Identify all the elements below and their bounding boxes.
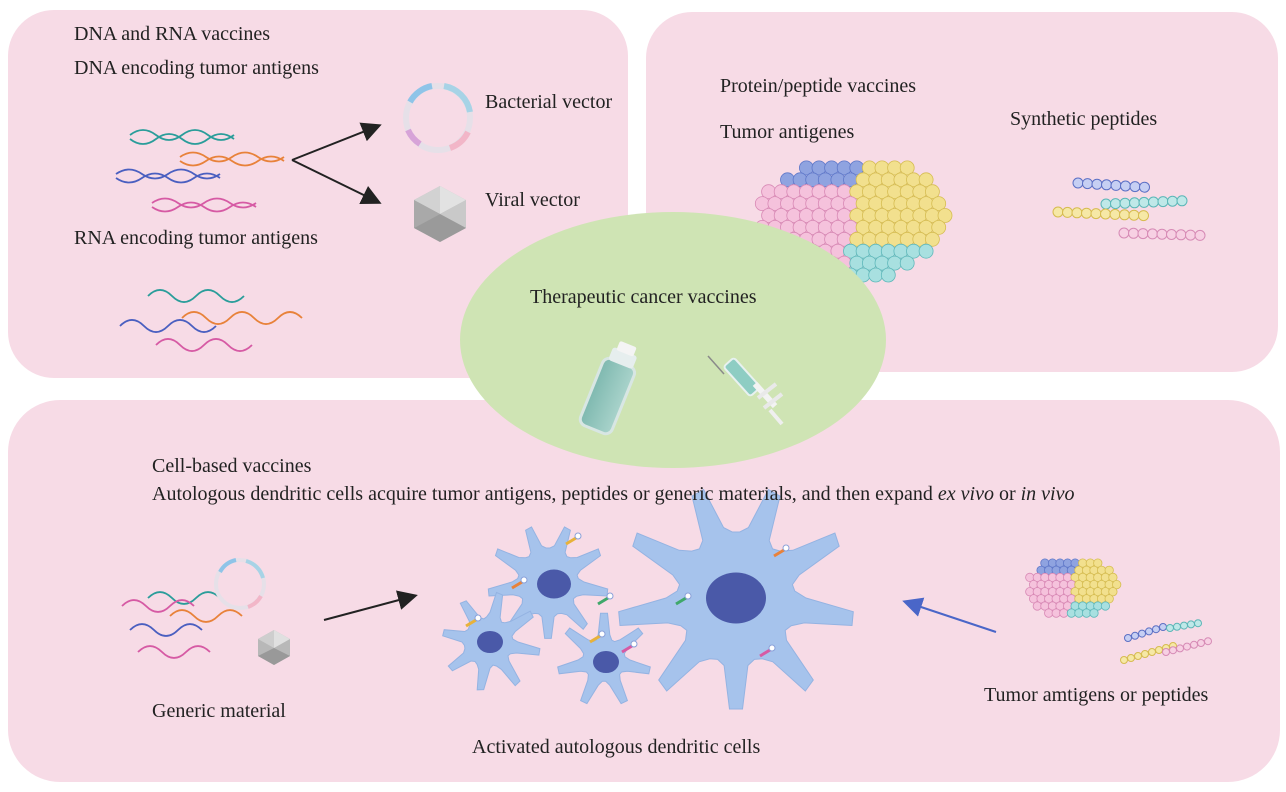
antigen-bead xyxy=(1104,565,1114,575)
receptor-marker xyxy=(773,548,785,558)
dna-strands xyxy=(115,129,285,213)
branch-arrows xyxy=(291,122,382,204)
antigen-bead xyxy=(1108,572,1118,583)
dna-encoding-label: DNA encoding tumor antigens xyxy=(74,57,319,79)
tumor-antigens-peptides-label: Tumor amtigens or peptides xyxy=(984,684,1209,706)
antigen-bead xyxy=(931,196,947,212)
receptor-marker xyxy=(465,618,477,628)
protein-peptide-heading: Protein/peptide vaccines xyxy=(720,75,917,97)
bacterial-vector-label: Bacterial vector xyxy=(485,91,613,113)
receptor-marker xyxy=(759,648,771,658)
receptor-marker xyxy=(606,592,614,600)
peptide-bead xyxy=(1194,619,1202,628)
antigen-bead xyxy=(1100,601,1111,611)
peptide-bead xyxy=(1176,195,1188,207)
cell-based-heading: Cell-based vaccines xyxy=(152,455,312,477)
peptide-bead xyxy=(1141,650,1149,658)
rna-strands xyxy=(119,289,303,352)
tumor-antigenes-label: Tumor antigenes xyxy=(720,121,855,143)
receptor-marker xyxy=(675,596,687,606)
peptide-bead xyxy=(1138,210,1149,222)
peptide-bead xyxy=(1134,652,1142,660)
antigen-bead xyxy=(899,160,915,176)
antigen-bead xyxy=(1108,587,1118,597)
antigen-bead xyxy=(925,231,940,247)
antigen-bead xyxy=(937,208,953,223)
syringe-icon xyxy=(707,355,784,426)
antigen-bead xyxy=(1093,558,1103,568)
peptide-bead xyxy=(1194,229,1206,241)
peptide-bead xyxy=(1120,656,1128,664)
antigen-bead xyxy=(918,243,934,259)
peptide-chains-small xyxy=(1120,619,1212,664)
receptor-marker xyxy=(565,536,577,546)
receptor-marker xyxy=(598,630,606,638)
peptide-bead xyxy=(1155,646,1163,654)
antigen-bead xyxy=(1089,608,1099,618)
receptor-marker xyxy=(474,614,482,622)
plasmid-small-icon xyxy=(214,558,266,610)
peptide-bead xyxy=(1139,181,1150,193)
antigen-bead xyxy=(899,255,915,271)
viral-vector-icon xyxy=(414,186,466,242)
center-title: Therapeutic cancer vaccines xyxy=(530,286,757,308)
peptide-bead xyxy=(1148,648,1156,656)
receptor-marker xyxy=(768,644,776,652)
dna-rna-vaccines-heading: DNA and RNA vaccines xyxy=(74,23,271,45)
generic-material-label: Generic material xyxy=(152,700,286,722)
arrow-antigens-to-cells xyxy=(902,597,997,633)
cell-nucleus xyxy=(477,630,503,654)
cell-based-description: Autologous dendritic cells acquire tumor… xyxy=(152,483,1075,505)
receptor-marker xyxy=(597,596,609,606)
receptor-marker xyxy=(574,532,582,540)
generic-material-strands xyxy=(121,591,243,659)
peptide-bead xyxy=(1127,654,1135,662)
receptor-marker xyxy=(621,644,633,654)
rna-encoding-label: RNA encoding tumor antigens xyxy=(74,227,318,249)
receptor-marker xyxy=(511,580,523,590)
cell-nucleus xyxy=(706,572,766,624)
dendritic-cells xyxy=(442,488,854,710)
antigen-bead xyxy=(925,184,940,200)
activated-cells-label: Activated autologous dendritic cells xyxy=(472,736,761,758)
receptor-marker xyxy=(630,640,638,648)
synthetic-peptides-label: Synthetic peptides xyxy=(1010,108,1158,130)
synthetic-peptide-chains xyxy=(1052,177,1206,241)
cell-nucleus xyxy=(537,569,571,599)
arrow-generic-to-cells xyxy=(323,590,418,621)
peptide-bead xyxy=(1152,625,1160,634)
vial-icon xyxy=(578,341,637,436)
antigen-bead xyxy=(880,267,896,283)
tumor-antigen-small-cluster xyxy=(1025,558,1122,618)
viral-vector-small-icon xyxy=(258,630,290,665)
antigen-bead xyxy=(1104,594,1114,604)
peptide-bead xyxy=(1145,627,1153,636)
center-ellipse xyxy=(460,212,886,468)
receptor-marker xyxy=(782,544,790,552)
cell-nucleus xyxy=(593,650,619,674)
peptide-bead xyxy=(1124,634,1132,642)
antigen-bead xyxy=(931,219,947,235)
receptor-marker xyxy=(520,576,528,584)
receptor-marker xyxy=(684,592,692,600)
antigen-bead xyxy=(1112,579,1122,590)
plasmid-icon xyxy=(403,83,473,153)
receptor-marker xyxy=(589,634,601,644)
peptide-bead xyxy=(1204,637,1212,646)
antigen-bead xyxy=(918,172,934,188)
viral-vector-label: Viral vector xyxy=(485,189,580,211)
peptide-bead xyxy=(1138,629,1146,638)
peptide-bead xyxy=(1131,631,1139,640)
